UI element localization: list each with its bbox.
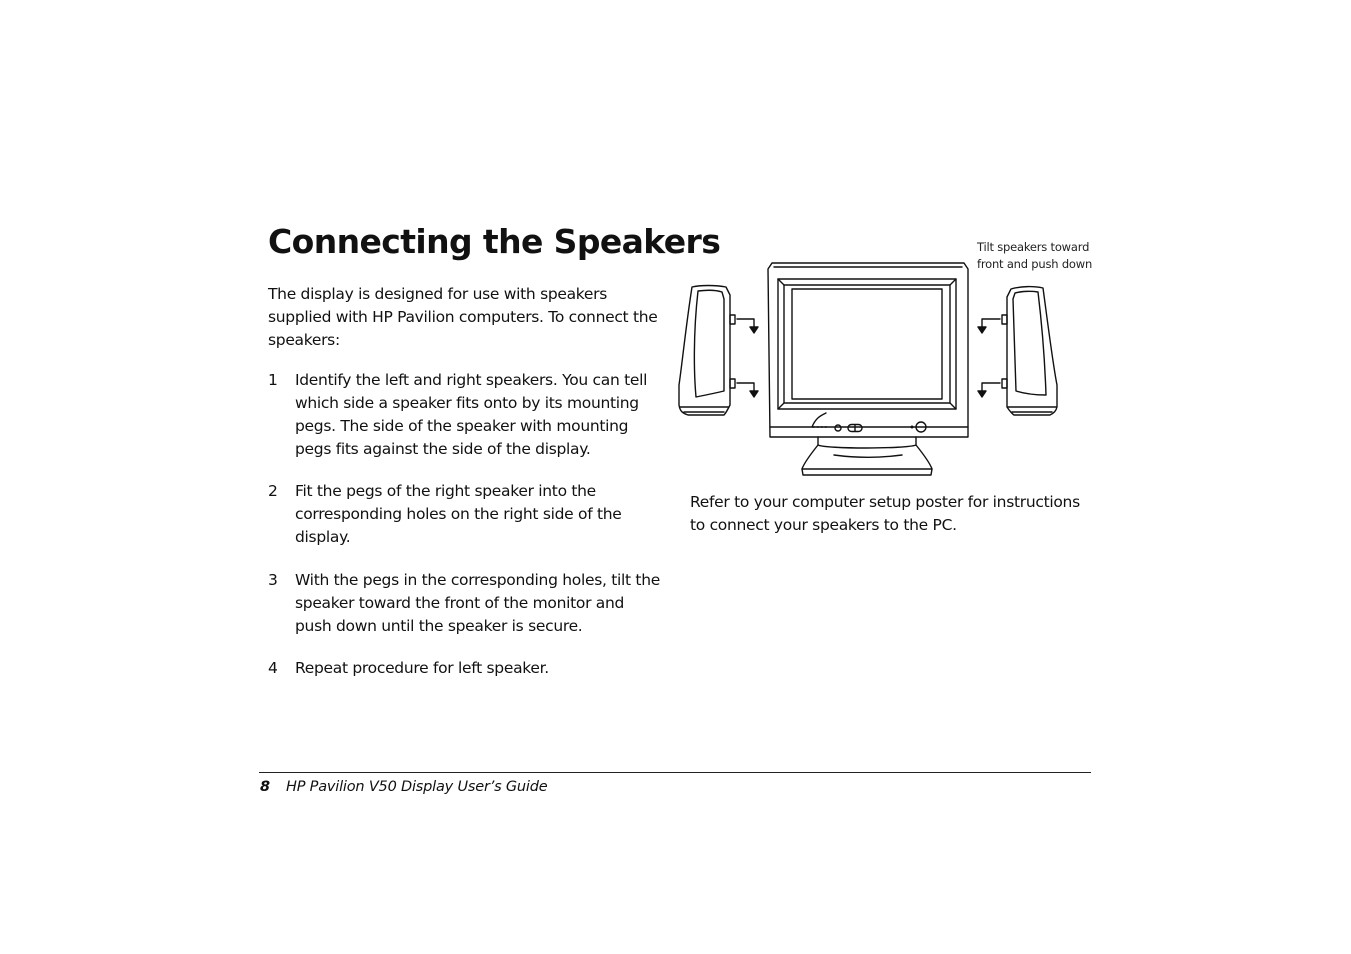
arrow-down-icon <box>736 318 759 398</box>
callout-line: Tilt speakers toward <box>977 240 1090 254</box>
step-text: Identify the left and right speakers. Yo… <box>295 371 648 458</box>
monitor-speakers-illustration <box>676 255 1066 480</box>
page-number: 8 <box>260 779 270 795</box>
step-text: Repeat procedure for left speaker. <box>295 659 549 677</box>
footer-divider <box>259 772 1091 773</box>
right-speaker-icon <box>1001 285 1058 416</box>
intro-paragraph: The display is designed for use with spe… <box>268 285 658 349</box>
callout-line: front and push down <box>977 257 1093 271</box>
left-speaker-icon <box>678 284 736 416</box>
step-number: 3 <box>268 571 278 589</box>
step-number: 4 <box>268 659 278 677</box>
step-text: Fit the pegs of the right speaker into t… <box>295 482 622 546</box>
refer-paragraph: Refer to your computer setup poster for … <box>690 493 1080 534</box>
monitor-icon <box>767 262 969 476</box>
page-footer: 8 HP Pavilion V50 Display User’s Guide <box>260 779 548 795</box>
guide-title: HP Pavilion V50 Display User’s Guide <box>286 779 548 795</box>
arrow-down-icon <box>977 318 1001 398</box>
figure-callout: Tilt speakers toward front and push down <box>977 239 1097 273</box>
page-title: Connecting the Speakers <box>268 222 721 261</box>
step-number: 2 <box>268 482 278 500</box>
step-text: With the pegs in the corresponding holes… <box>295 571 660 635</box>
step-number: 1 <box>268 371 278 389</box>
